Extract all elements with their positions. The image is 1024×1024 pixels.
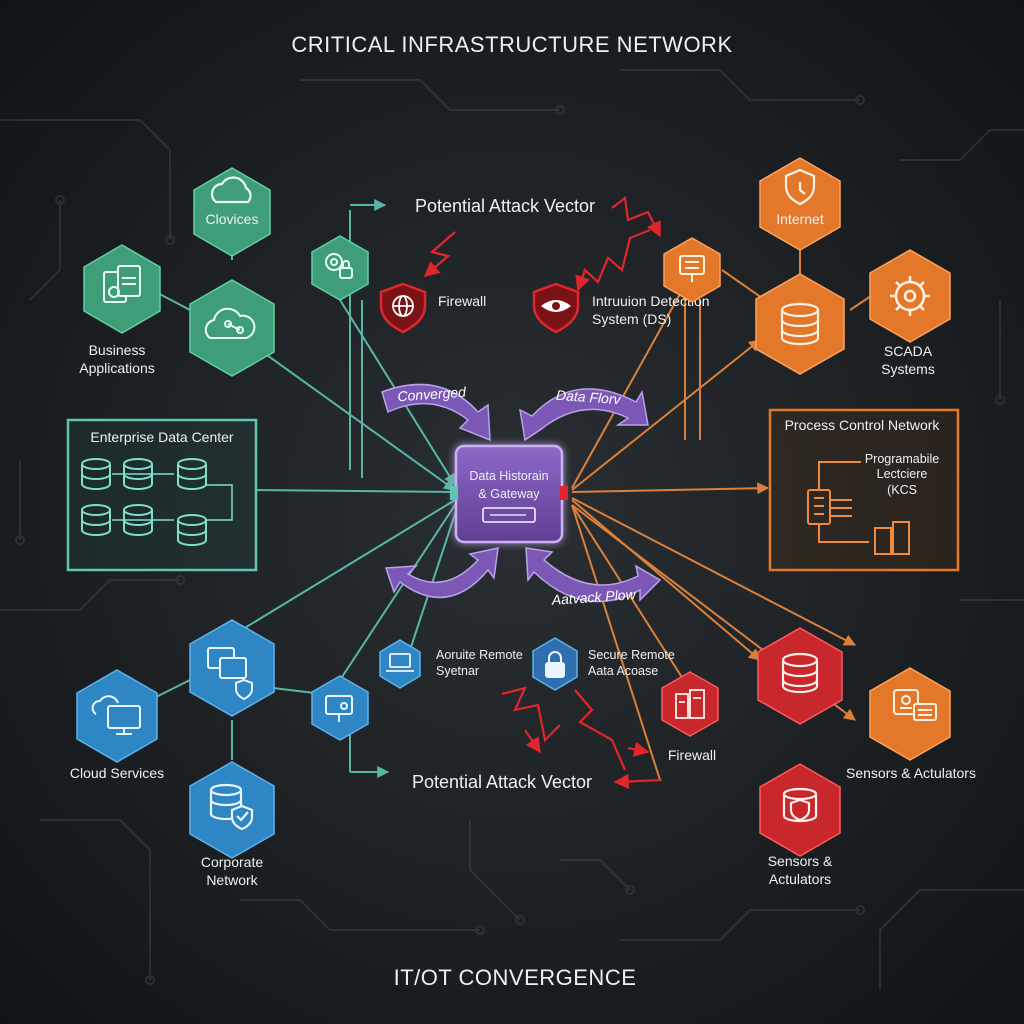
sensors-right-node[interactable]: Sensors & Actulators bbox=[846, 667, 976, 781]
sensors-bottom-label-1: Sensors & bbox=[768, 853, 833, 869]
data-historian-gateway[interactable]: Data Historain & Gateway bbox=[450, 444, 568, 544]
process-control-network[interactable]: Process Control Network Programabile Lec… bbox=[768, 408, 960, 572]
remote-system-label-1: Aoruite Remote bbox=[436, 648, 523, 662]
flow-converged-label: Converged bbox=[397, 384, 468, 405]
database-shield-icon bbox=[782, 787, 818, 823]
business-applications-label-2: Applications bbox=[79, 360, 155, 376]
database-shield-icon bbox=[209, 783, 254, 831]
database-icon bbox=[81, 458, 233, 546]
firewall-bottom-label: Firewall bbox=[668, 747, 716, 763]
ids-label-2: System (DS) bbox=[592, 311, 671, 327]
cloud-monitor-icon bbox=[91, 695, 141, 735]
corporate-network-label-1: Corporate bbox=[201, 854, 263, 870]
red-database-node[interactable] bbox=[757, 627, 843, 725]
rack-icon bbox=[675, 689, 705, 719]
ids-label-1: Intruuion Detection bbox=[592, 293, 710, 309]
cloud-services-node[interactable]: Cloud Services bbox=[70, 669, 164, 781]
corporate-network-node[interactable]: Corporate Network bbox=[189, 761, 275, 888]
secure-remote-node[interactable]: Secure Remote Aata Acoase bbox=[532, 637, 675, 691]
plc-label-line2: Lectciere bbox=[877, 467, 928, 481]
cloud-network-icon bbox=[204, 307, 256, 339]
firewall-top-node[interactable]: Firewall bbox=[379, 282, 486, 334]
cloud-icon bbox=[210, 176, 252, 204]
sensors-bottom-node[interactable]: Sensors & Actulators bbox=[759, 763, 841, 887]
laptop-icon bbox=[386, 653, 414, 672]
enterprise-data-center[interactable]: Enterprise Data Center bbox=[66, 418, 258, 572]
database-icon bbox=[781, 652, 819, 694]
firewall-bottom-node[interactable]: Firewall bbox=[661, 671, 719, 763]
monitor-shield-icon bbox=[207, 647, 253, 701]
flow-data-label: Data Florv bbox=[556, 387, 623, 408]
flow-arrows bbox=[381, 383, 662, 603]
diagram-title: CRITICAL INFRASTRUCTURE NETWORK bbox=[291, 32, 732, 57]
gateway-label-line1: Data Historain bbox=[469, 469, 548, 483]
green-cloud-network-node[interactable] bbox=[189, 279, 275, 377]
monitor-icon bbox=[325, 695, 353, 722]
documents-icon bbox=[103, 265, 141, 303]
attack-vectors bbox=[423, 195, 663, 790]
plc-icon bbox=[807, 461, 910, 555]
corporate-network-label-2: Network bbox=[206, 872, 258, 888]
eye-shield-icon bbox=[541, 300, 571, 312]
process-control-network-label: Process Control Network bbox=[785, 417, 941, 433]
internet-label: Internet bbox=[776, 211, 824, 227]
secure-remote-label-1: Secure Remote bbox=[588, 648, 675, 662]
gear-icon bbox=[890, 276, 930, 316]
flow-attack-label: Aatvack Plow bbox=[550, 586, 637, 608]
remote-system-label-2: Syetnar bbox=[436, 664, 479, 678]
circuit-background bbox=[0, 69, 1024, 990]
sensor-panel-icon bbox=[893, 689, 937, 721]
orange-monitor-node[interactable] bbox=[663, 237, 721, 303]
scada-label-2: Systems bbox=[881, 361, 935, 377]
business-applications-node[interactable]: Business Applications bbox=[79, 244, 161, 376]
ids-node[interactable]: Intruuion Detection System (DS) bbox=[532, 282, 710, 334]
gateway-label-line2: & Gateway bbox=[478, 487, 540, 501]
blue-monitor-shield-node[interactable] bbox=[189, 619, 275, 717]
cloud-services-label: Cloud Services bbox=[70, 765, 164, 781]
scada-label-1: SCADA bbox=[884, 343, 933, 359]
lock-icon bbox=[545, 651, 565, 678]
firewall-top-label: Firewall bbox=[438, 293, 486, 309]
plc-label-line3: (KCS bbox=[887, 483, 917, 497]
diagram-footer: IT/OT CONVERGENCE bbox=[394, 965, 637, 990]
server-rack-icon bbox=[482, 507, 536, 523]
blue-monitor-node[interactable] bbox=[311, 675, 369, 741]
scada-node[interactable]: SCADA Systems bbox=[869, 249, 951, 377]
secure-remote-label-2: Aata Acoase bbox=[588, 664, 658, 678]
clovices-node[interactable]: Clovices bbox=[193, 167, 271, 257]
business-applications-label-1: Business bbox=[89, 342, 146, 358]
globe-shield-icon bbox=[392, 295, 414, 317]
database-icon bbox=[780, 302, 820, 346]
plc-label-line1: Programabile bbox=[865, 452, 939, 466]
sensors-right-label: Sensors & Actulators bbox=[846, 765, 976, 781]
internet-node[interactable]: Internet bbox=[759, 157, 841, 251]
attack-vector-bottom-label: Potential Attack Vector bbox=[412, 772, 592, 792]
monitor-panel-icon bbox=[679, 255, 705, 282]
gear-lock-icon bbox=[325, 253, 353, 279]
remote-system-node[interactable]: Aoruite Remote Syetnar bbox=[379, 639, 523, 689]
shield-icon bbox=[784, 168, 816, 206]
enterprise-data-center-label: Enterprise Data Center bbox=[90, 429, 234, 445]
clovices-label: Clovices bbox=[206, 211, 259, 227]
sensors-bottom-label-2: Actulators bbox=[769, 871, 831, 887]
green-gear-lock-node[interactable] bbox=[311, 235, 369, 301]
orange-database-node[interactable] bbox=[755, 273, 845, 375]
attack-vector-top-label: Potential Attack Vector bbox=[415, 196, 595, 216]
